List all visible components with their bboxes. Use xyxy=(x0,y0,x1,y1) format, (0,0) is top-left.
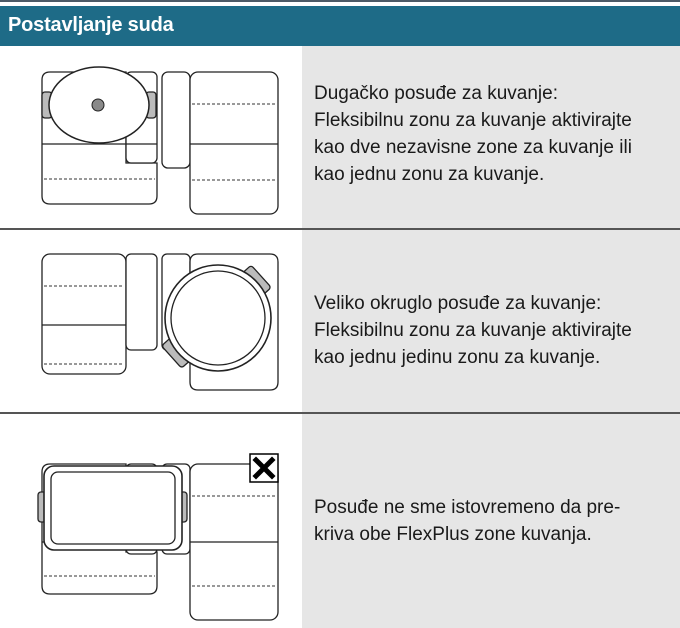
table-header: Postavljanje suda xyxy=(0,6,680,46)
figure-cell xyxy=(0,230,302,412)
row-divider xyxy=(0,228,680,230)
description-text: Veliko okruglo posuđe za kuvanje: Fleksi… xyxy=(314,293,632,368)
cooktop-oval-pot-icon xyxy=(41,66,279,215)
header-title: Postavljanje suda xyxy=(8,14,174,36)
table-row: Veliko okruglo posuđe za kuvanje: Fleksi… xyxy=(0,230,680,412)
figure-cell xyxy=(0,46,302,228)
description-cell: Veliko okruglo posuđe za kuvanje: Fleksi… xyxy=(302,230,680,412)
figure-cell xyxy=(0,414,302,628)
table-row: Posuđe ne sme istovremeno da pre- kriva … xyxy=(0,414,680,628)
description-text: Posuđe ne sme istovremeno da pre- kriva … xyxy=(314,497,621,545)
top-rule xyxy=(0,0,680,2)
description-cell: Dugačko posuđe za kuvanje: Fleksibilnu z… xyxy=(302,46,680,228)
cooktop-round-pot-icon xyxy=(41,253,279,391)
description-text: Dugačko posuđe za kuvanje: Fleksibilnu z… xyxy=(314,83,632,185)
cooktop-rectangular-pan-prohibited-icon xyxy=(37,453,279,621)
row-divider xyxy=(0,412,680,414)
table-row: Dugačko posuđe za kuvanje: Fleksibilnu z… xyxy=(0,46,680,228)
description-cell: Posuđe ne sme istovremeno da pre- kriva … xyxy=(302,414,680,628)
